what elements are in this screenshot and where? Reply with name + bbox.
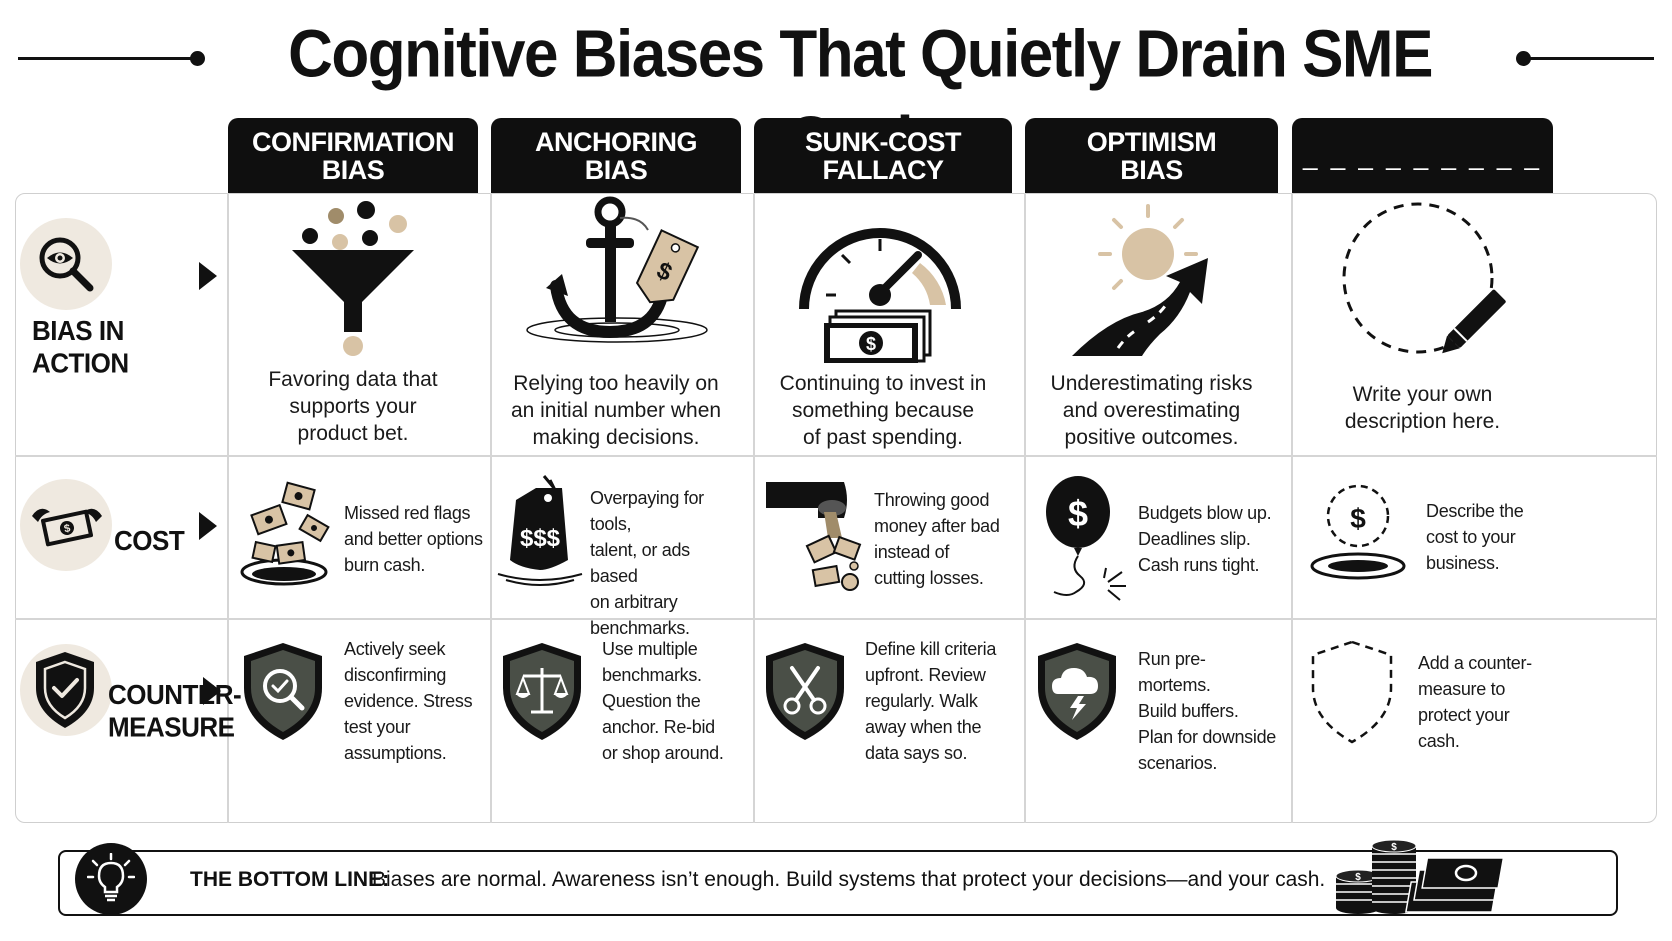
countermeasure-optimism: Run pre-mortems. Build buffers. Plan for… [1138,649,1276,773]
title-dot-right [1516,51,1531,66]
grid-divider [490,193,492,823]
description-anchoring: Relying too heavily on an initial number… [510,372,722,449]
column-header-optimism: OPTIMISM BIAS [1025,118,1278,194]
shield-scissors-icon [766,643,844,740]
row-arrow-icon [203,677,221,705]
sun-road-arrow-icon [1072,204,1208,356]
dashed-coin-drain-icon: $ [1310,484,1406,580]
title-dot-left [190,51,205,66]
column-header-label: CONFIRMATION BIAS [252,127,454,185]
row-label-cost: COST [114,524,185,557]
description-custom: Write your own description here. [1344,383,1501,433]
lightbulb-icon [87,853,135,902]
column-header-label: ANCHORING BIAS [535,127,698,185]
column-header-anchoring: ANCHORING BIAS [491,118,741,194]
svg-text:$$$: $$$ [520,525,561,552]
svg-text:$: $ [1350,503,1366,534]
cost-anchoring: Overpaying for tools, talent, or ads bas… [590,488,704,638]
title-row: Cognitive Biases That Quietly Drain SME … [0,17,1672,178]
column-header-confirmation: CONFIRMATION BIAS [228,118,478,194]
price-tag-icon: $$$ [497,475,583,586]
money-drain-icon [240,481,330,586]
anchor-price-tag-icon: $ [526,196,708,343]
svg-text:$: $ [1355,872,1361,883]
row-label-countermeasure: COUNTER- MEASURE [108,678,242,743]
svg-text:$: $ [866,334,876,354]
row-arrow-icon [199,512,217,540]
column-header-label: SUNK-COST FALLACY [805,127,962,185]
column-header-custom: _ _ _ _ _ _ _ _ _ [1292,118,1553,194]
description-sunk-cost: Continuing to invest in something becaus… [779,372,987,449]
bottom-line-label: THE BOTTOM LINE: [190,868,390,891]
bias-in-action-icon-bg [20,218,112,310]
row-arrow-icon [199,262,217,290]
eye-magnifier-icon [39,237,94,292]
countermeasure-custom: Add a counter- measure to protect your c… [1418,653,1532,751]
column-header-sunk-cost: SUNK-COST FALLACY [754,118,1012,194]
cost-confirmation: Missed red flags and better options burn… [344,503,483,575]
grid-divider [753,193,755,823]
grid-divider [227,193,229,823]
dashed-shield-icon [1311,640,1393,744]
cost-optimism: Budgets blow up. Deadlines slip. Cash ru… [1138,503,1272,575]
svg-text:$: $ [63,522,71,535]
svg-text:$: $ [1391,842,1397,853]
bottom-line-text: Biases are normal. Awareness isn’t enoug… [372,868,1326,891]
countermeasure-anchoring: Use multiple benchmarks. Question the an… [602,639,724,763]
grid-divider [15,618,1657,620]
countermeasure-sunk-cost: Define kill criteria upfront. Review reg… [865,639,997,763]
title-rule-left [18,57,196,60]
title-rule-right [1524,57,1654,60]
funnel-icon [292,201,414,356]
gauge-money-icon: $ [799,228,961,363]
column-header-label: OPTIMISM BIAS [1086,127,1217,185]
grid-divider [15,455,1657,457]
flying-money-icon: $ [32,508,102,547]
cost-sunk-cost: Throwing good money after bad instead of… [874,490,1000,588]
countermeasure-confirmation: Actively seek disconfirming evidence. St… [344,639,473,763]
column-header-placeholder: _ _ _ _ _ _ _ _ _ [1303,141,1542,171]
row-label-bias-in-action: BIAS IN ACTION [32,314,129,379]
grid-divider [1024,193,1026,823]
money-pipe-icon [766,482,862,591]
money-stack-icon: $ $ [1335,839,1505,914]
shield-storm-icon [1038,643,1116,740]
description-confirmation: Favoring data that supports your product… [268,368,438,445]
shield-check-icon [36,652,94,728]
svg-text:$: $ [1068,493,1088,534]
shield-scales-icon [503,643,581,740]
description-optimism: Underestimating risks and overestimating… [1050,372,1253,449]
grid-divider [1291,193,1293,823]
cost-custom: Describe the cost to your business. [1426,501,1524,573]
dashed-circle-pencil-icon [1342,202,1506,354]
shield-magnifier-icon [244,643,322,740]
balloon-icon: $ [1046,476,1126,601]
bias-grid [15,193,1657,823]
